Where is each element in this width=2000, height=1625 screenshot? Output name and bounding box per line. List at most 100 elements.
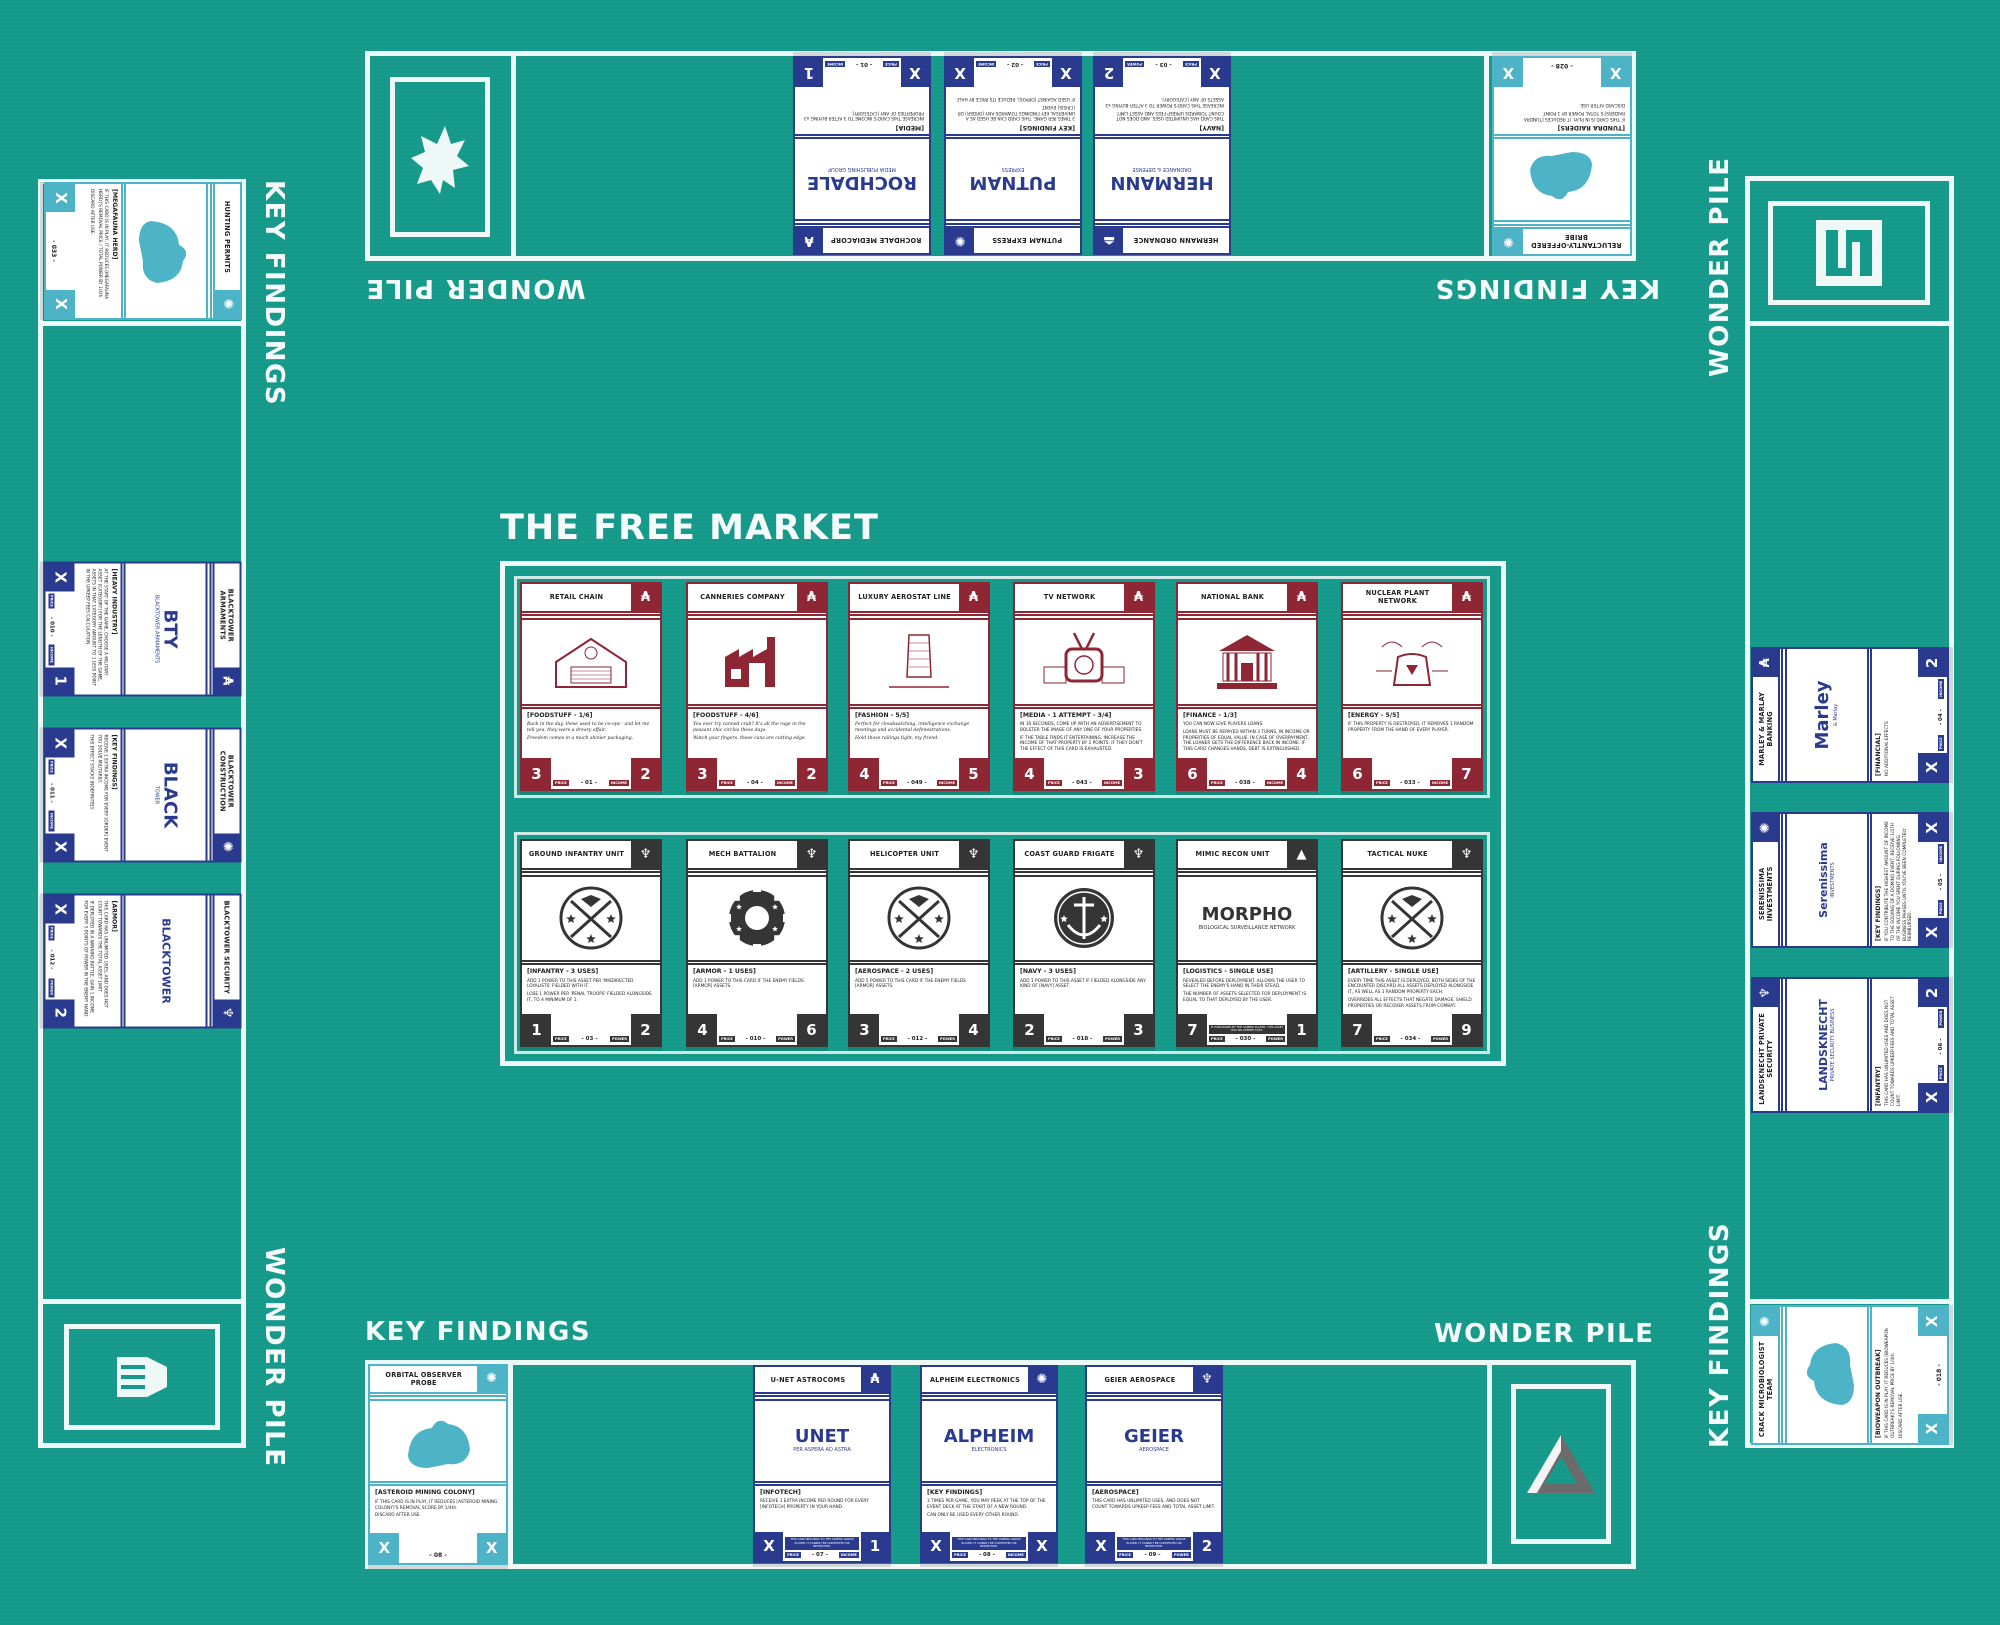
card-right-value: X	[1494, 58, 1523, 88]
card-rules-text: IF THIS CARD IS IN PLAY, IT REDUCES [MEG…	[97, 189, 108, 300]
card-header: RETAIL CHAIN ₳	[522, 584, 660, 616]
key-findings-card[interactable]: ORBITAL OBSERVER PROBE ✺ [ASTEROID MININ…	[368, 1364, 508, 1565]
corporation-card[interactable]: BLACKTOWER SECURITY ♆ BLACKTOWER [ARMOR]…	[43, 893, 241, 1028]
card-slot: TV NETWORK ₳ [MEDIA - 1 ATTEMPT - 3/4]IN…	[1013, 582, 1155, 791]
card-footer: X PRICE - 03 - POWER 2	[1095, 58, 1229, 88]
right-wonder-pile[interactable]	[1768, 201, 1930, 305]
card-category: [FINANCIAL]	[1874, 733, 1882, 776]
company-logo-text: ROCHDALE	[806, 172, 918, 194]
card-price-value: 3	[688, 758, 717, 789]
card-footer: X PRICE - 010 - INCOME 1	[45, 563, 75, 694]
bottom-wonder-pile[interactable]	[1511, 1384, 1611, 1544]
price-label: PRICE	[1938, 900, 1944, 917]
right-player-zone	[1745, 176, 1954, 1448]
card-header: SERENISSIMA INVESTMENTS ✺	[1753, 814, 1784, 946]
card-footer: X THIS CARD BELONGS TO THE ASPERA GROUP …	[922, 1531, 1056, 1561]
key-findings-card[interactable]: CRACK MICROBIOLOGIST TEAM ✺ [BIOWEAPON O…	[1751, 1305, 1949, 1445]
asset-card[interactable]: COAST GUARD FRIGATE ♆ [NAVY - 3 USES]ADD…	[1013, 839, 1155, 1047]
key-findings-card[interactable]: HUNTING PERMITS ✺ [MEGAFAUNA HERD]IF THI…	[44, 182, 242, 320]
card-text: [MEGAFAUNA HERD]IF THIS CARD IS IN PLAY,…	[75, 184, 121, 318]
card-slot: MARLEY & MARLAY BANKING ₳ Marley& Marlay…	[1751, 647, 1949, 783]
card-header: COAST GUARD FRIGATE ♆	[1015, 841, 1153, 873]
military-emblem-illustration	[559, 886, 623, 950]
card-header: CANNERIES COMPANY ₳	[688, 584, 826, 616]
property-card[interactable]: TV NETWORK ₳ [MEDIA - 1 ATTEMPT - 3/4]IN…	[1013, 582, 1155, 791]
corporation-card[interactable]: LANDSKNECHT PRIVATE SECURITY ♆ LANDSKNEC…	[1751, 977, 1949, 1113]
card-title: BLACKTOWER CONSTRUCTION	[218, 750, 235, 812]
company-logo-text: MEDIA PUBLISHING GROUP	[828, 166, 896, 173]
asset-row	[514, 832, 1490, 1054]
corporation-card[interactable]: MARLEY & MARLAY BANKING ₳ Marley& Marlay…	[1751, 647, 1949, 783]
card-footer: X PRICE - 011 - INCOME X	[45, 729, 75, 860]
property-card[interactable]: LUXURY AEROSTAT LINE ₳ [FASHION - 5/5]Pe…	[848, 582, 990, 791]
card-income-value: 2	[1917, 649, 1947, 677]
card-category: [LOGISTICS - SINGLE USE]	[1183, 968, 1274, 976]
card-title: MECH BATTALION	[708, 850, 777, 859]
card-income-value: 5	[959, 758, 988, 789]
card-text: [NAVY - 3 USES]ADD 1 POWER TO THIS ASSET…	[1015, 965, 1153, 1014]
asset-card[interactable]: TACTICAL NUKE ♆ [ARTILLERY - SINGLE USE]…	[1341, 839, 1483, 1047]
company-logo-text: BIOLOGICAL SURVEILLANCE NETWORK	[1198, 924, 1296, 931]
property-card[interactable]: RETAIL CHAIN ₳ [FOODSTUFF - 1/6]Back in …	[520, 582, 662, 791]
key-findings-illustration	[1530, 152, 1592, 200]
property-card[interactable]: NATIONAL BANK ₳ [FINANCE - 1/3]YOU CAN N…	[1176, 582, 1318, 791]
card-rules-text: THE NUMBER OF ASSETS SELECTED FOR DEPLOY…	[1183, 992, 1307, 1003]
company-logo-text: MORPHO	[1201, 903, 1293, 925]
card-number: - 018 -	[1072, 1036, 1093, 1042]
card-footer: 2 PRICE - 018 - POWER 3	[1015, 1014, 1153, 1045]
network-icon: ✺	[1494, 228, 1523, 254]
divider	[511, 51, 516, 261]
left-wonder-pile[interactable]	[64, 1324, 220, 1430]
card-right-value: X	[477, 1533, 506, 1563]
card-rules-text: ADD 1 POWER TO THIS CARD IF THE ENEMY FI…	[693, 978, 804, 990]
card-rules-text: Watch your fingers, these cans are cutti…	[693, 736, 807, 742]
card-title: SERENISSIMA INVESTMENTS	[1757, 866, 1774, 922]
top-wonder-pile[interactable]	[390, 77, 490, 237]
nuclear-plant-illustration	[1376, 641, 1448, 686]
card-artwork	[1343, 874, 1481, 966]
card-power-value: 2	[1917, 979, 1947, 1007]
card-slot: NUCLEAR PLANT NETWORK ₳ [ENERGY - 5/5]IF…	[1341, 582, 1483, 791]
card-income-value: 1	[45, 666, 75, 694]
divider	[1487, 1360, 1492, 1569]
income-label: INCOME	[48, 810, 54, 831]
price-label: PRICE	[1208, 1036, 1225, 1042]
card-price-value: X	[922, 1531, 951, 1561]
property-card[interactable]: CANNERIES COMPANY ₳ [FOODSTUFF - 4/6]You…	[686, 582, 828, 791]
card-number: - 02 -	[1007, 61, 1024, 67]
card-footer: 4 PRICE - 043 - INCOME 3	[1015, 758, 1153, 789]
card-income-value: 7	[1452, 758, 1481, 789]
power-label: POWER	[776, 1036, 796, 1042]
asset-card[interactable]: HELICOPTER UNIT ♆ [AEROSPACE - 2 USES]AD…	[848, 839, 990, 1047]
card-rules-text: OVERRIDES ALL EFFECTS THAT NEGATE DAMAGE…	[1348, 997, 1472, 1009]
power-label: POWER	[1938, 1008, 1944, 1028]
card-text: [FINANCIAL]NO ADDITIONAL EFFECTS	[1872, 649, 1918, 781]
asset-card[interactable]: GROUND INFANTRY UNIT ♆ [INFANTRY - 3 USE…	[520, 839, 662, 1047]
asset-card[interactable]: MECH BATTALION ♆ [ARMOR - 1 USES]ADD 1 P…	[686, 839, 828, 1047]
key-findings-card[interactable]: RELUCTANTLY-OFFERED BRIBE ✺ [TUNDRA RAID…	[1492, 56, 1632, 256]
card-text: [FASHION - 5/5]Perfect for cloudwatching…	[850, 709, 988, 759]
tv-network-illustration	[1043, 632, 1125, 684]
card-title: NUCLEAR PLANT NETWORK	[1365, 589, 1430, 606]
card-rules-text: DISCARD AFTER USE.	[89, 189, 95, 235]
card-text: [FOODSTUFF - 4/6]You ever try canned cra…	[688, 709, 826, 759]
card-slot: HUNTING PERMITS ✺ [MEGAFAUNA HERD]IF THI…	[44, 182, 242, 320]
property-card[interactable]: NUCLEAR PLANT NETWORK ₳ [ENERGY - 5/5]IF…	[1341, 582, 1483, 791]
card-price-value: X	[45, 895, 75, 923]
income-label: INCOME	[1429, 780, 1451, 786]
card-rules-text: YOU CAN NOW GIVE PLAYERS LOANS.	[1183, 722, 1264, 728]
card-rules-text: ADD 1 POWER TO THIS ASSET PER 'MISDIRECT…	[527, 978, 634, 990]
